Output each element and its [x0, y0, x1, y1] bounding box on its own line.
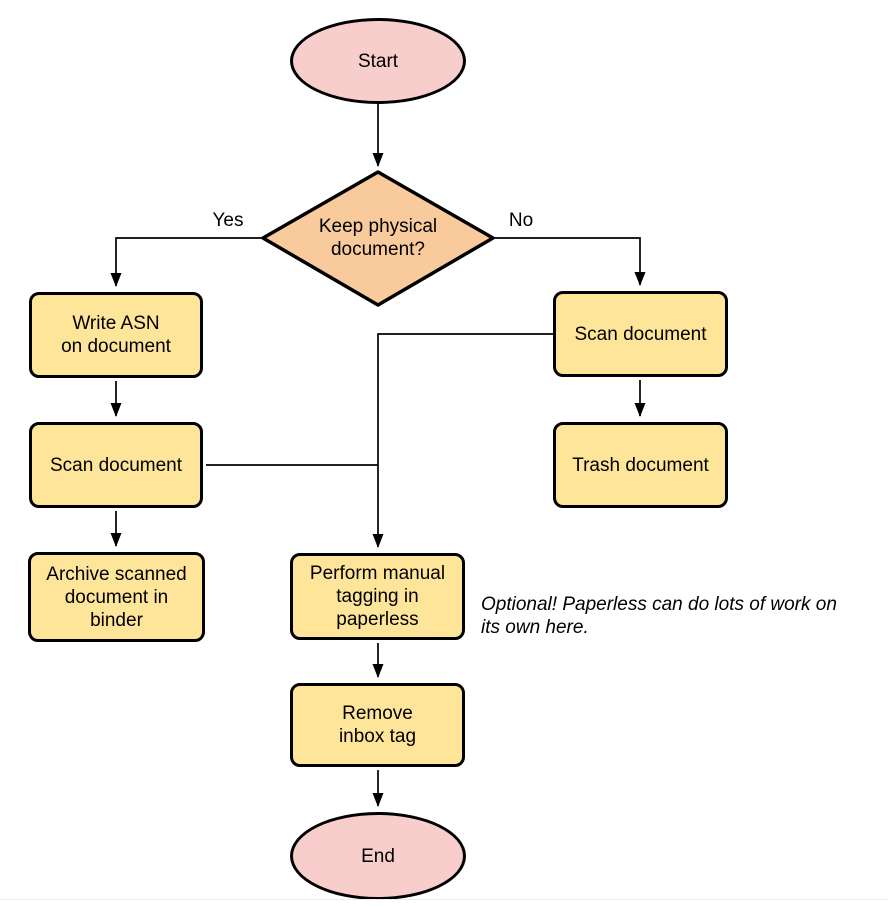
write-asn-node: Write ASN on document: [29, 292, 203, 378]
optional-annotation-note: Optional! Paperless can do lots of work …: [481, 594, 837, 638]
archive-document-node-label: Archive scanned document in binder: [46, 563, 187, 631]
trash-document-node: Trash document: [553, 422, 728, 508]
scan-document-left-node: Scan document: [29, 422, 203, 508]
scan-document-right-node: Scan document: [553, 291, 728, 377]
archive-document-node: Archive scanned document in binder: [28, 552, 205, 642]
end-node: End: [290, 812, 466, 900]
scan-document-right-node-label: Scan document: [574, 323, 707, 345]
page-bottom-edge: [0, 899, 888, 900]
edge-label-yes: Yes: [212, 210, 244, 231]
start-node-label: Start: [357, 50, 399, 72]
edge-label-no: No: [508, 210, 534, 231]
edge-decision-no-to-scan-right: [493, 237, 646, 286]
decision-node: Keep physical document?: [278, 213, 478, 263]
end-node-label: End: [361, 845, 395, 867]
trash-document-node-label: Trash document: [572, 454, 709, 476]
scan-document-left-node-label: Scan document: [49, 454, 183, 476]
edge-decision-yes-to-write-asn: [110, 237, 263, 287]
edge-scan-right-to-tagging: [372, 333, 553, 548]
write-asn-node-label: Write ASN on document: [61, 313, 171, 357]
decision-node-label: Keep physical document?: [318, 216, 438, 260]
remove-inbox-tag-node-label: Remove inbox tag: [338, 703, 417, 747]
manual-tagging-node-label: Perform manual tagging in paperless: [309, 563, 446, 630]
start-node: Start: [290, 18, 466, 104]
remove-inbox-tag-node: Remove inbox tag: [290, 683, 465, 767]
manual-tagging-node: Perform manual tagging in paperless: [290, 553, 465, 640]
decision-node-shape: [261, 170, 495, 307]
